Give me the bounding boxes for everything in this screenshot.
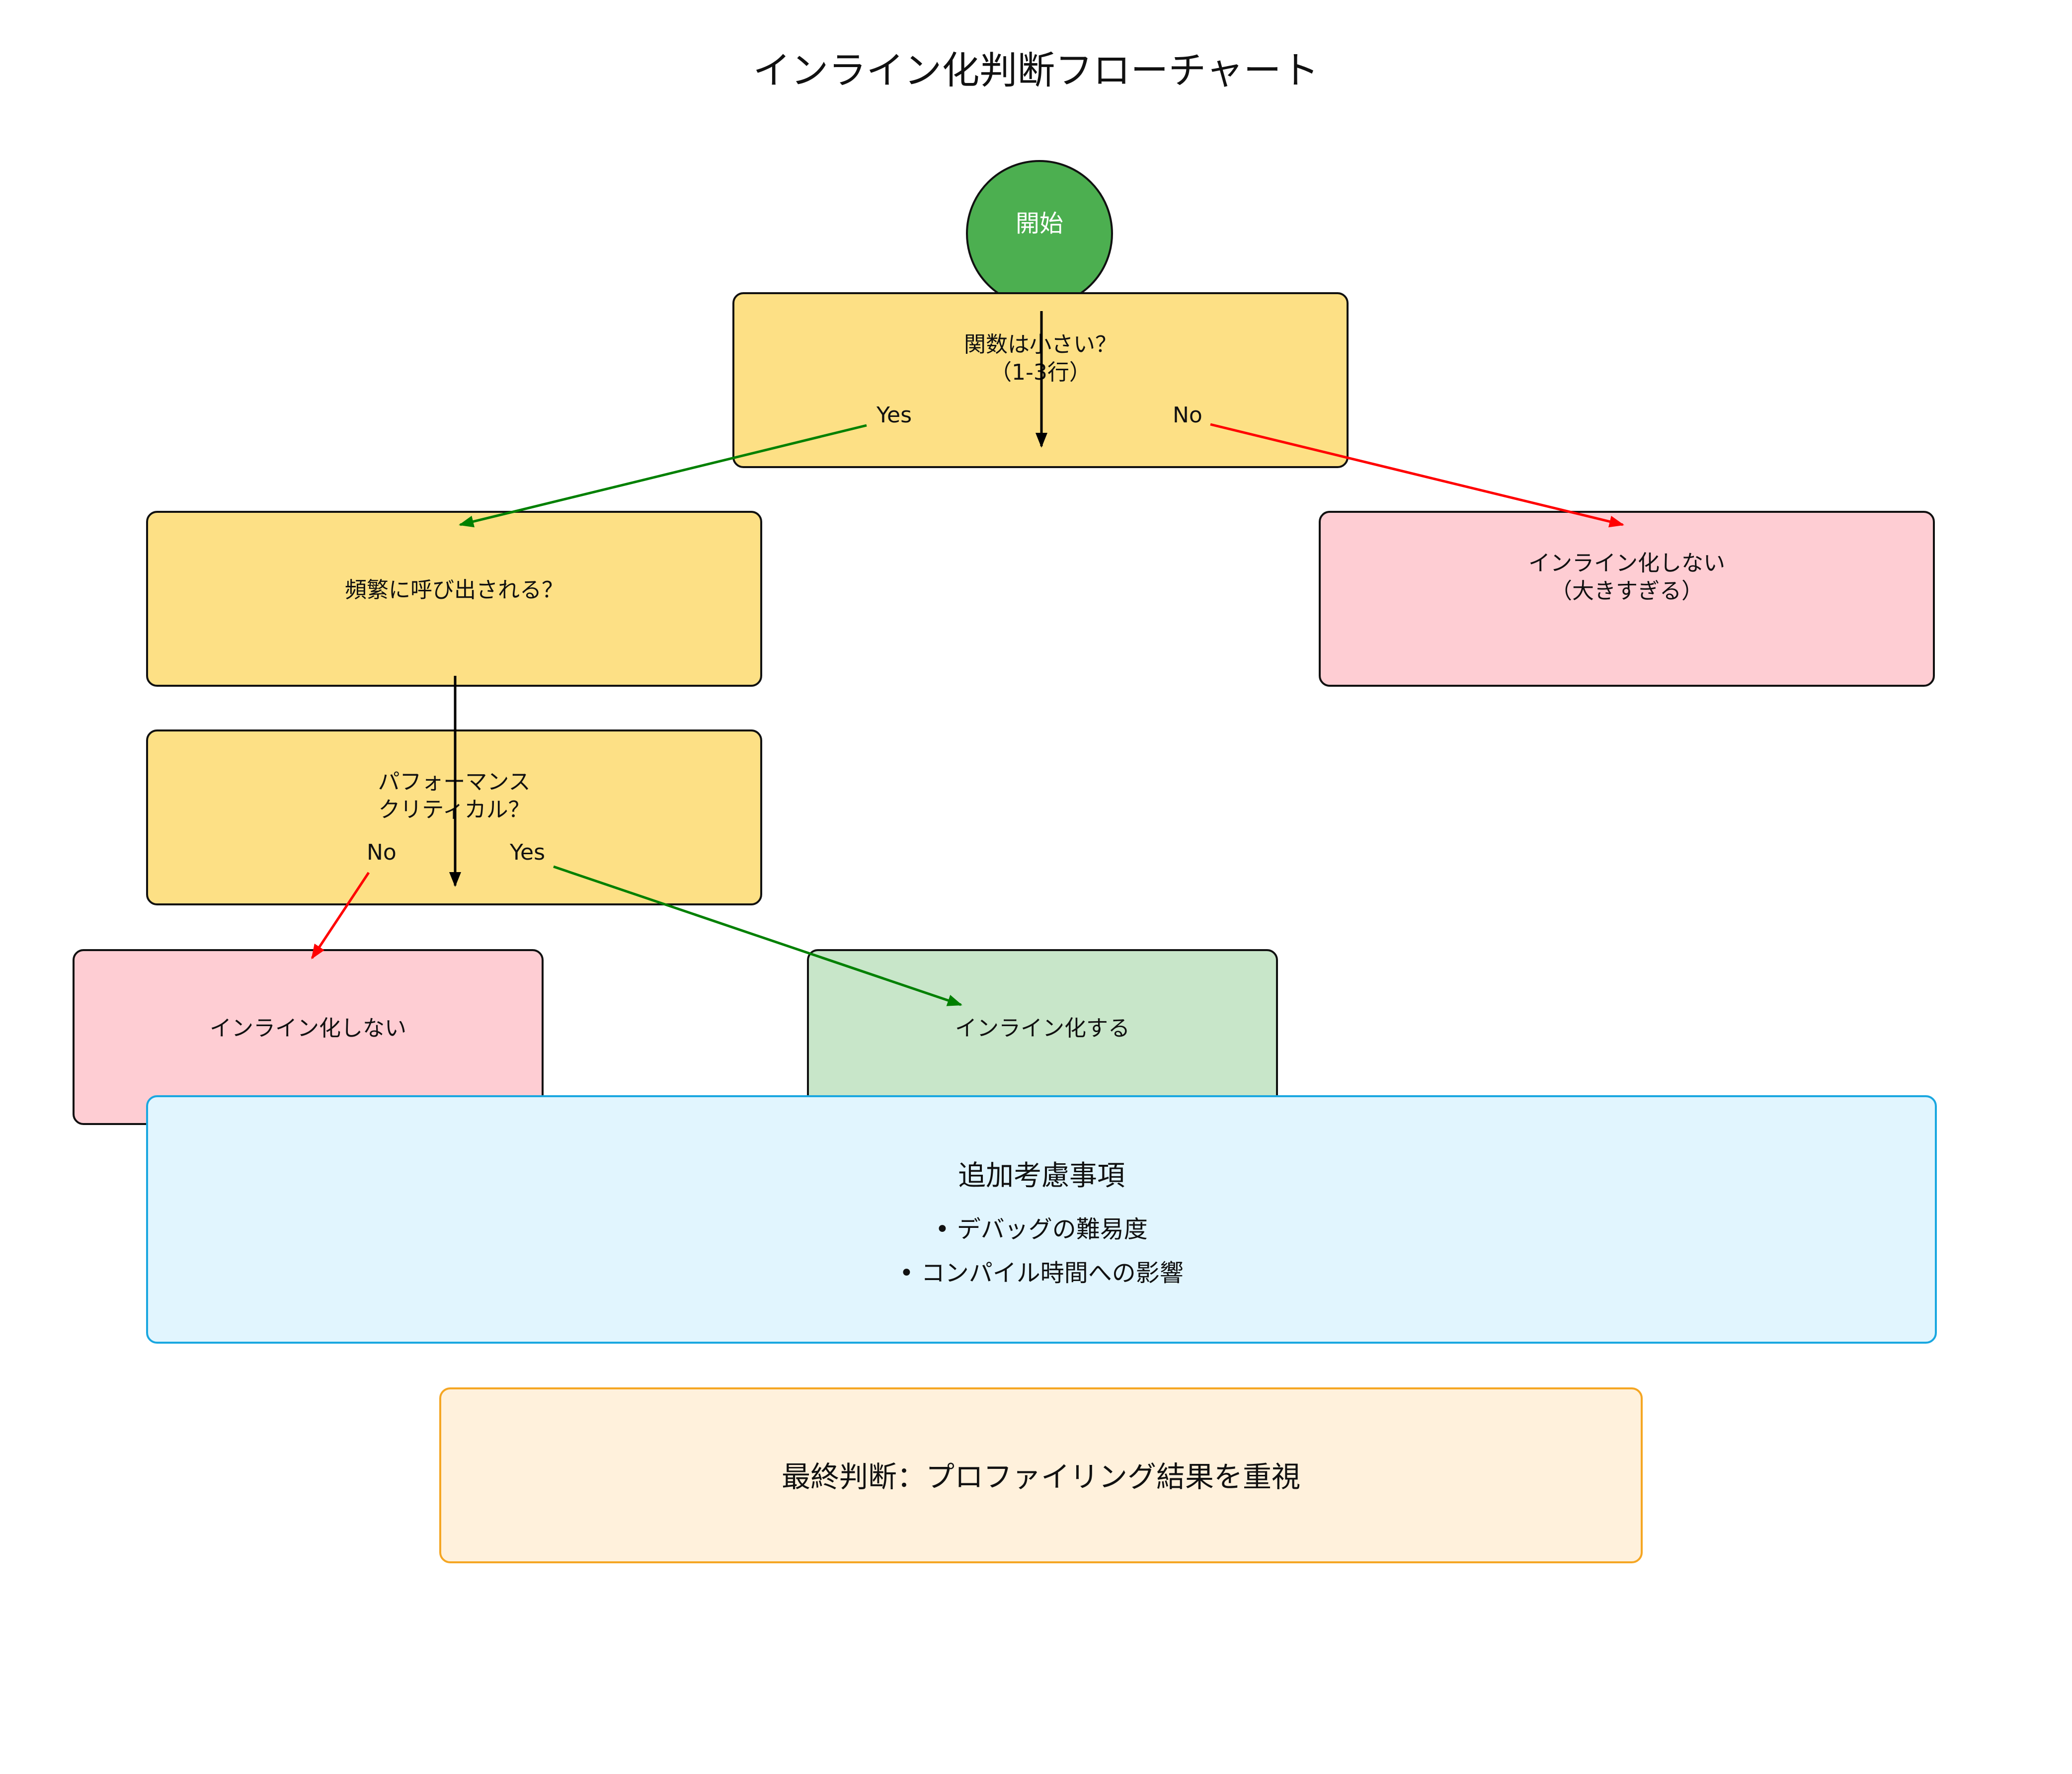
decision-frequent-calls: 頻繁に呼び出される？ <box>146 511 762 687</box>
decision-performance-critical: パフォーマンス クリティカル？ No Yes <box>146 729 762 905</box>
outcome-inline-label: インライン化する <box>955 1016 1130 1041</box>
final-decision-panel: 最終判断：プロファイリング結果を重視 <box>439 1387 1643 1563</box>
start-node-label: 開始 <box>1015 210 1063 238</box>
edge-label-small-no: No <box>1173 403 1202 428</box>
considerations-heading: 追加考慮事項 <box>958 1160 1125 1192</box>
decision-frequent-calls-label: 頻繁に呼び出される？ <box>345 577 563 603</box>
outcome-no-inline-too-large-label: インライン化しない （大きすぎる） <box>1528 551 1725 604</box>
outcome-no-inline-too-large: インライン化しない （大きすぎる） <box>1319 511 1935 687</box>
additional-considerations-panel: 追加考慮事項 • デバッグの難易度 • コンパイル時間への影響 <box>146 1095 1937 1344</box>
edge-label-small-yes: Yes <box>877 403 912 428</box>
decision-performance-critical-label: パフォーマンス クリティカル？ <box>378 769 531 822</box>
outcome-no-inline-label: インライン化しない <box>210 1016 406 1041</box>
decision-small-function-label: 関数は小さい？ （1-3行） <box>964 332 1117 385</box>
consideration-item: • デバッグの難易度 <box>935 1215 1148 1243</box>
final-decision-label: 最終判断：プロファイリング結果を重視 <box>781 1460 1300 1494</box>
consideration-item: • コンパイル時間への影響 <box>899 1259 1184 1287</box>
edge-label-critical-yes: Yes <box>510 840 546 865</box>
edge-label-critical-no: No <box>367 840 397 865</box>
diagram-title: インライン化判断フローチャート <box>753 48 1319 92</box>
start-node: 開始 <box>966 160 1113 307</box>
decision-small-function: 関数は小さい？ （1-3行） Yes No <box>732 292 1349 468</box>
